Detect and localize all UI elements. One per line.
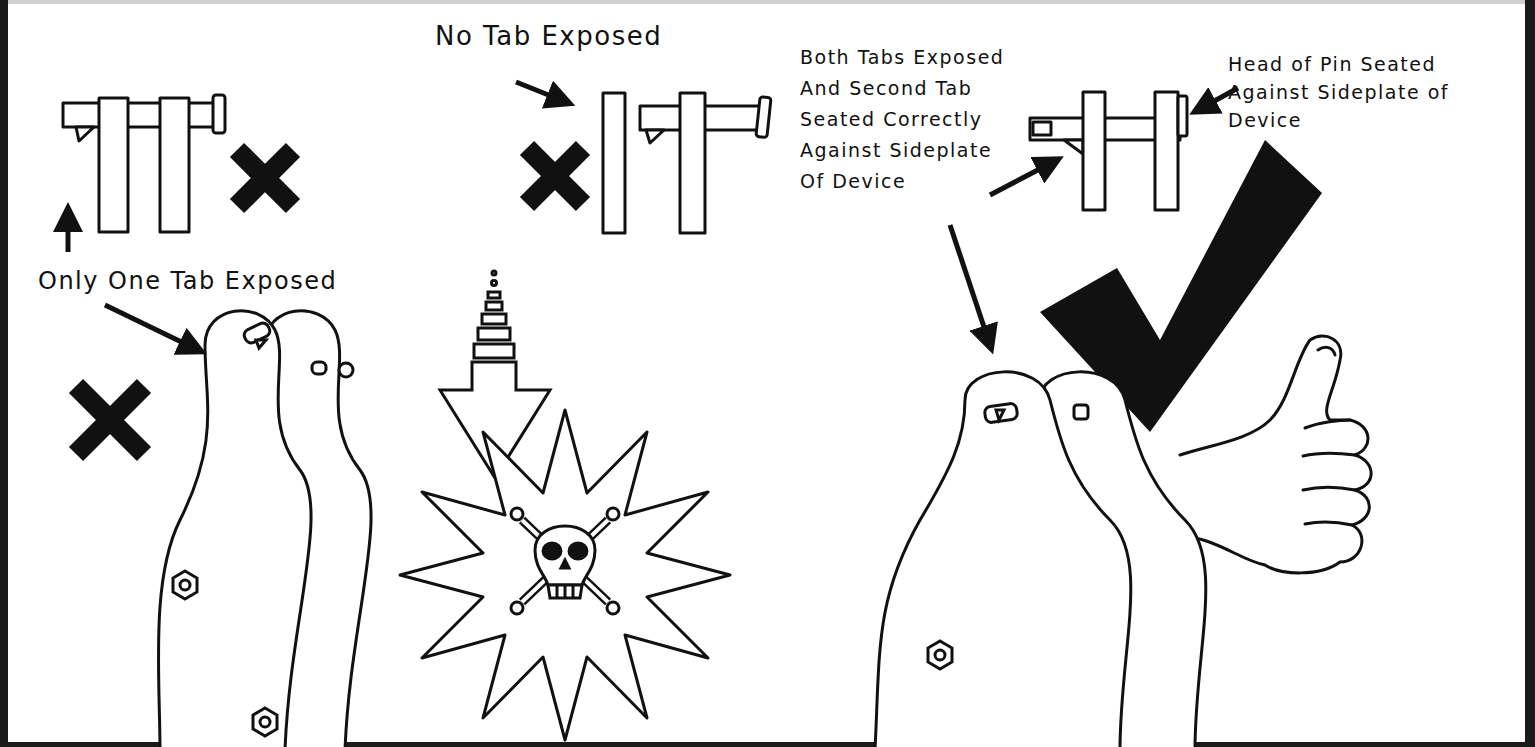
pin-tab: [646, 130, 664, 143]
hand-outline: [1180, 336, 1371, 573]
annotation-label: Only One Tab Exposed: [38, 266, 458, 296]
annotation-label: No Tab Exposed: [435, 20, 755, 52]
device-correct: [875, 372, 1206, 747]
crossbones-fill: [522, 520, 608, 602]
leader-arrow: [66, 212, 71, 252]
side-plate: [680, 93, 705, 233]
front-plate: [158, 311, 311, 747]
skull-teeth: [548, 585, 582, 598]
pin-tab: [1033, 122, 1051, 135]
front-plate: [875, 372, 1131, 747]
hex-bolt: [253, 708, 277, 736]
pin-tab: [76, 127, 94, 141]
dot: [492, 281, 497, 286]
pin-head: [756, 97, 771, 138]
side-plate: [160, 98, 189, 232]
frame-left: [0, 0, 8, 747]
dot: [492, 271, 496, 275]
crossbones: [522, 520, 608, 602]
pin-stub: [984, 403, 1018, 423]
arrow-segment: [478, 328, 510, 340]
pin-correct: [1030, 92, 1187, 210]
leader-arrow: [950, 225, 990, 345]
side-plate: [1155, 92, 1178, 210]
hex-bolt-hole: [935, 650, 945, 660]
hex-bolt: [173, 571, 197, 599]
bone-end: [511, 508, 523, 520]
side-plate: [603, 93, 625, 233]
thumbs-up: [1180, 336, 1371, 573]
bone-end: [607, 602, 619, 614]
explosion: [400, 410, 730, 740]
leader-arrows: [68, 82, 1238, 350]
pin-stub: [1074, 405, 1088, 419]
frame-top: [0, 0, 1535, 4]
pin-shaft: [63, 103, 215, 127]
skull: [535, 526, 595, 585]
pin-tab: [996, 410, 1004, 420]
pin-head: [339, 363, 353, 377]
frame-right: [1525, 0, 1535, 747]
skull-eye: [569, 543, 587, 559]
annotation-label: Both Tabs Exposed And Second Tab Seated …: [800, 42, 1015, 197]
finger-lines: [1303, 347, 1355, 525]
skull-nose: [561, 560, 569, 568]
pin-no-tab: [603, 93, 771, 233]
x-mark: [237, 150, 293, 206]
pin-one-tab: [63, 95, 225, 232]
leader-arrow: [516, 82, 566, 102]
bone-end: [511, 602, 523, 614]
annotation-label: Head of Pin Seated Against Sideplate of …: [1228, 50, 1473, 134]
hex-bolt-hole: [180, 580, 190, 590]
x-mark: [527, 148, 583, 204]
skull-crossbones: [511, 508, 619, 614]
side-plate: [1083, 92, 1105, 210]
side-plate: [99, 98, 128, 232]
pin-head: [213, 95, 225, 133]
leader-arrow: [990, 161, 1055, 195]
hex-bolt: [928, 641, 952, 669]
arrow-segment: [482, 314, 506, 324]
leader-arrow: [105, 305, 198, 350]
bone-end: [607, 508, 619, 520]
arrow-segment: [486, 302, 502, 310]
hex-bolt-hole: [260, 717, 270, 727]
x-mark: [76, 386, 144, 454]
pin-tab: [256, 340, 266, 348]
arrow-segment: [488, 292, 500, 298]
skull-eye: [543, 543, 561, 559]
arrow-segment: [474, 344, 514, 358]
pin-head: [1178, 96, 1187, 136]
device-incorrect: [158, 311, 371, 747]
pin-tab: [1064, 140, 1083, 154]
pin-stub: [312, 362, 326, 374]
